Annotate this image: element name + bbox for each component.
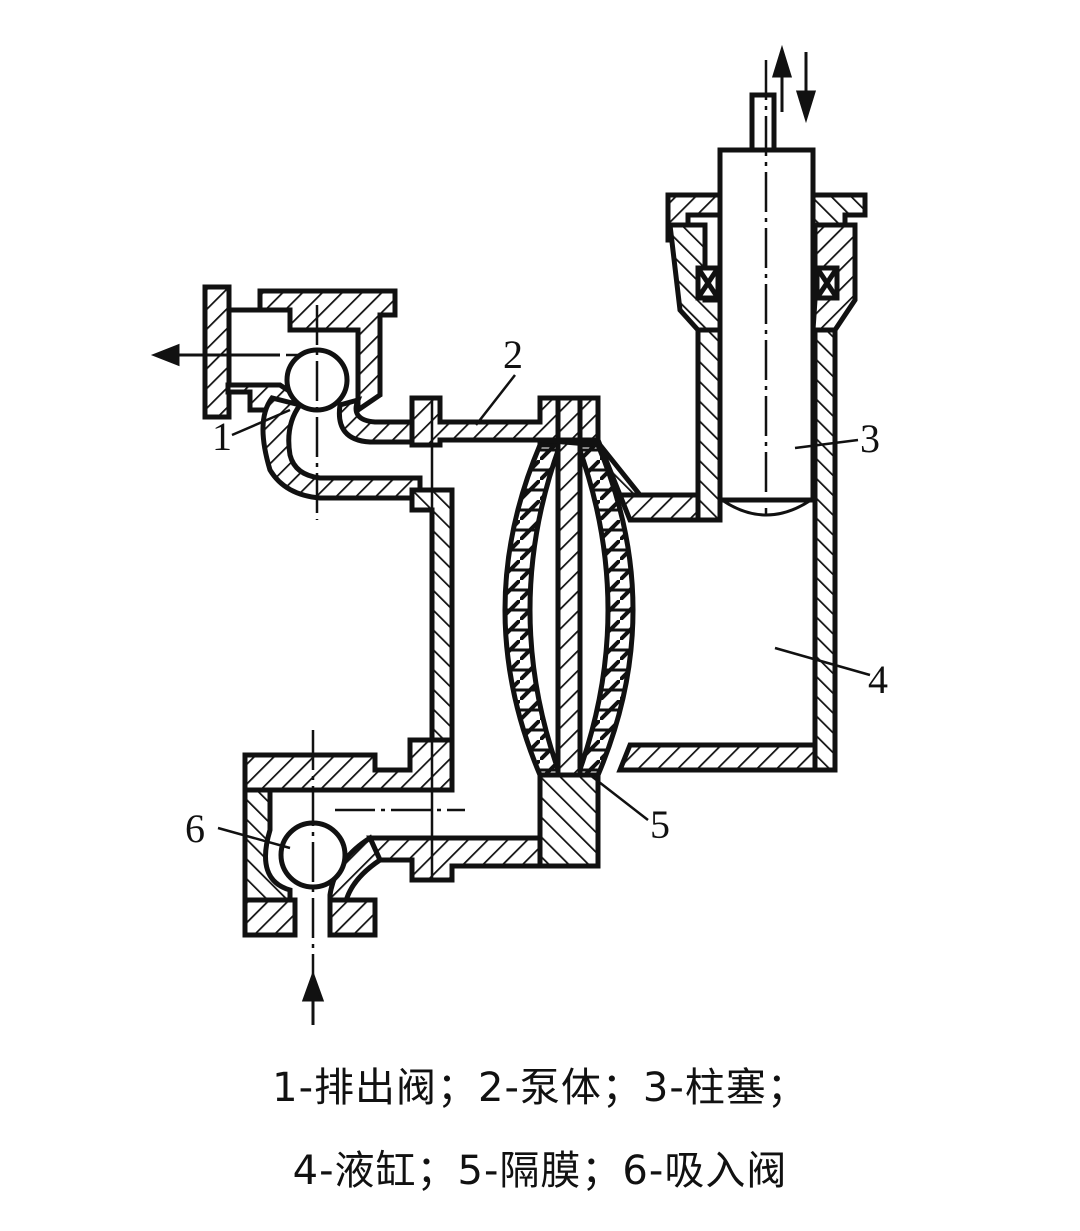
pump-body bbox=[202, 92, 868, 938]
suction-valve-housing bbox=[242, 737, 601, 938]
label-1: 1 bbox=[212, 414, 232, 459]
flow-arrows bbox=[150, 44, 817, 1025]
label-2: 2 bbox=[503, 332, 523, 377]
diaphragm-chamber bbox=[502, 395, 646, 869]
outlet-arrow-head bbox=[150, 343, 180, 367]
caption-line-1: 1-排出阀；2-泵体；3-柱塞； bbox=[272, 1065, 808, 1111]
label-3: 3 bbox=[860, 416, 880, 461]
leader-lines bbox=[217, 374, 871, 850]
caption-line-2: 4-液缸；5-隔膜；6-吸入阀 bbox=[292, 1148, 788, 1194]
liquid-cylinder-wall bbox=[812, 327, 838, 773]
label-5: 5 bbox=[650, 802, 670, 847]
packing-gland bbox=[665, 192, 868, 333]
label-6: 6 bbox=[185, 806, 205, 851]
discharge-valve-housing bbox=[202, 284, 423, 501]
lower-right-wall bbox=[616, 742, 818, 773]
inlet-arrow-head bbox=[301, 970, 325, 1002]
label-4: 4 bbox=[868, 657, 888, 702]
